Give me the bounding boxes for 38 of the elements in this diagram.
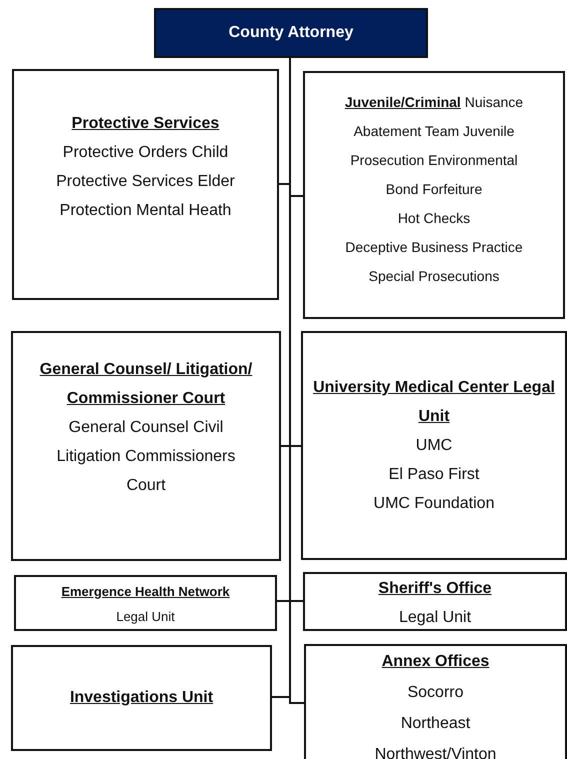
- unit-box: [11, 645, 272, 751]
- unit-box: [14, 575, 277, 631]
- unit-item: General Counsel Civil: [68, 418, 224, 438]
- unit-item: Northwest/Vinton: [374, 745, 496, 759]
- unit-heading: General Counsel/ Litigation/ Commissioner Court: [38, 360, 254, 409]
- unit-box: [301, 331, 567, 560]
- unit-item: Protection Mental Heath: [60, 201, 232, 221]
- unit-item: Abatement Team Juvenile: [354, 122, 514, 141]
- unit-box: [304, 644, 567, 759]
- unit-heading: University Medical Center Legal Unit: [312, 378, 556, 427]
- unit-box: [11, 331, 281, 561]
- unit-item: Socorro: [407, 683, 464, 703]
- unit-item: Protective Orders Child: [62, 143, 228, 163]
- unit-item: Litigation Commissioners: [56, 447, 236, 467]
- unit-item: El Paso First: [388, 465, 480, 485]
- unit-item: Bond Forfeiture: [386, 180, 482, 199]
- title-box: [154, 8, 428, 58]
- unit-item: UMC: [416, 436, 452, 456]
- unit-item: Northeast: [400, 714, 470, 734]
- unit-box: [303, 572, 567, 631]
- unit-heading: Protective Services: [72, 114, 220, 134]
- unit-item: Prosecution Environmental: [350, 151, 518, 170]
- unit-box: [303, 71, 565, 319]
- unit-heading: Investigations Unit: [70, 688, 214, 708]
- unit-heading: County Attorney: [228, 23, 354, 43]
- unit-heading: Emergence Health Network: [61, 583, 230, 601]
- unit-item: Special Prosecutions: [368, 267, 500, 286]
- unit-item: UMC Foundation: [374, 494, 494, 514]
- unit-item: Deceptive Business Practice: [345, 238, 523, 257]
- unit-heading: Juvenile/Criminal Nuisance: [344, 93, 524, 112]
- unit-item: Legal Unit: [116, 608, 175, 626]
- unit-heading: Sheriff's Office: [378, 579, 492, 599]
- unit-heading: Annex Offices: [382, 652, 490, 672]
- unit-item: Court: [126, 476, 166, 496]
- unit-item: Hot Checks: [398, 209, 470, 228]
- unit-item: Protective Services Elder: [56, 172, 235, 192]
- unit-box: [12, 69, 279, 300]
- unit-item: Legal Unit: [398, 608, 472, 628]
